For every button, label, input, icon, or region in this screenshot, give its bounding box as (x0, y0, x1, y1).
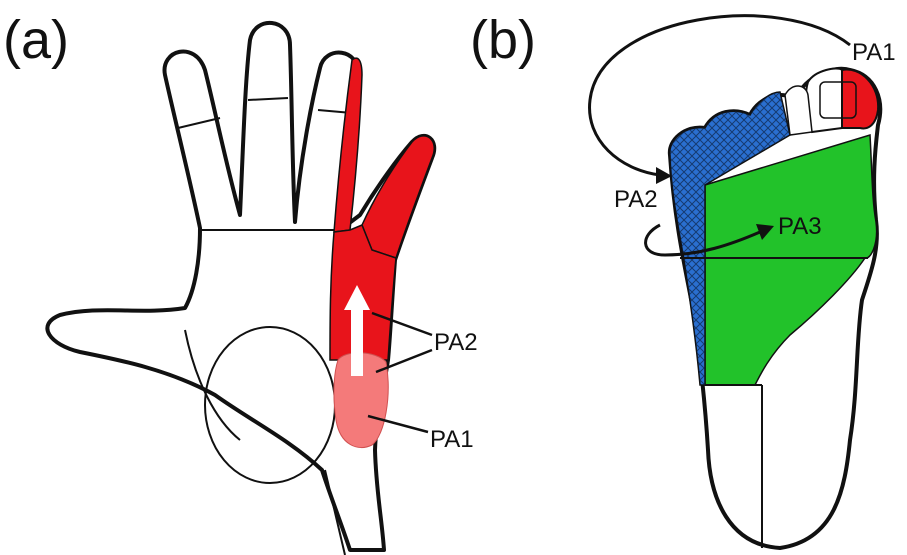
hand-diagram (47, 23, 434, 555)
panel-b-label: (b) (470, 10, 536, 70)
big-toe-red (842, 69, 878, 128)
panel-a-label: (a) (3, 10, 69, 70)
foot-label-pa1: PA1 (852, 39, 896, 66)
hand-label-pa2: PA2 (434, 329, 478, 356)
second-toe-white (785, 86, 812, 135)
foot-label-pa3: PA3 (778, 213, 822, 240)
foot-diagram (590, 16, 881, 548)
foot-label-pa2: PA2 (614, 186, 658, 213)
hand-label-pa1: PA1 (430, 426, 474, 453)
